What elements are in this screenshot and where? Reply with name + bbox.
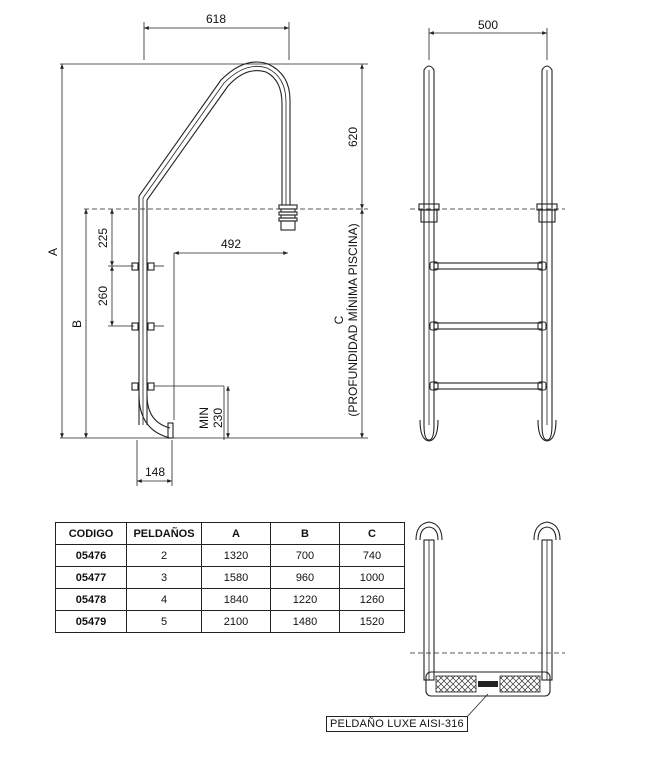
cell-a: 1320 xyxy=(201,544,271,567)
front-left-post xyxy=(419,65,439,442)
header-c: C xyxy=(339,522,405,545)
front-view: 500 xyxy=(410,18,565,442)
header-b: B xyxy=(270,522,340,545)
side-view: 618 A B 225 260 492 620 C (PROFUNDIDAD M… xyxy=(46,12,368,486)
table-header-row: CODIGO PELDAÑOS A B C xyxy=(55,522,405,545)
dim-225: 225 xyxy=(96,228,110,248)
cell-steps: 2 xyxy=(126,544,202,567)
dim-B: B xyxy=(70,320,84,328)
side-step-brackets xyxy=(131,262,224,391)
front-steps xyxy=(429,261,547,391)
cell-steps: 3 xyxy=(126,566,202,589)
cell-c: 1260 xyxy=(339,588,405,611)
table-row: 05479 5 2100 1480 1520 xyxy=(55,610,405,633)
table-row: 05477 3 1580 960 1000 xyxy=(55,566,405,589)
cell-code: 05476 xyxy=(55,544,127,567)
dim-230: 230 xyxy=(211,408,225,428)
table-row: 05476 2 1320 700 740 xyxy=(55,544,405,567)
dim-min: MIN xyxy=(197,407,211,429)
header-peldanos: PELDAÑOS xyxy=(126,522,202,545)
dim-500: 500 xyxy=(478,18,498,32)
front-right-post xyxy=(537,65,557,442)
cell-steps: 5 xyxy=(126,610,202,633)
top-step-tread xyxy=(425,671,551,697)
step-model-label: PELDAÑO LUXE AISI-316 xyxy=(326,716,468,732)
dim-492: 492 xyxy=(221,237,241,251)
cell-b: 700 xyxy=(270,544,340,567)
cell-code: 05478 xyxy=(55,588,127,611)
dim-618: 618 xyxy=(206,12,226,26)
header-a: A xyxy=(201,522,271,545)
cell-a: 1580 xyxy=(201,566,271,589)
cell-a: 2100 xyxy=(201,610,271,633)
dim-620: 620 xyxy=(346,127,360,147)
table-row: 05478 4 1840 1220 1260 xyxy=(55,588,405,611)
cell-b: 960 xyxy=(270,566,340,589)
cell-c: 1000 xyxy=(339,566,405,589)
side-handrail xyxy=(138,61,291,439)
dim-148: 148 xyxy=(145,465,165,479)
cell-b: 1480 xyxy=(270,610,340,633)
dim-260: 260 xyxy=(96,286,110,306)
models-table: CODIGO PELDAÑOS A B C 05476 2 1320 700 7… xyxy=(55,522,405,633)
cell-c: 740 xyxy=(339,544,405,567)
pool-depth-note: (PROFUNDIDAD MÍNIMA PISCINA) xyxy=(345,223,360,416)
header-codigo: CODIGO xyxy=(55,522,127,545)
cell-a: 1840 xyxy=(201,588,271,611)
cell-code: 05477 xyxy=(55,566,127,589)
top-view xyxy=(410,521,565,719)
cell-code: 05479 xyxy=(55,610,127,633)
dim-C: C xyxy=(332,315,346,324)
dim-A: A xyxy=(46,248,60,256)
cell-c: 1520 xyxy=(339,610,405,633)
cell-b: 1220 xyxy=(270,588,340,611)
cell-steps: 4 xyxy=(126,588,202,611)
